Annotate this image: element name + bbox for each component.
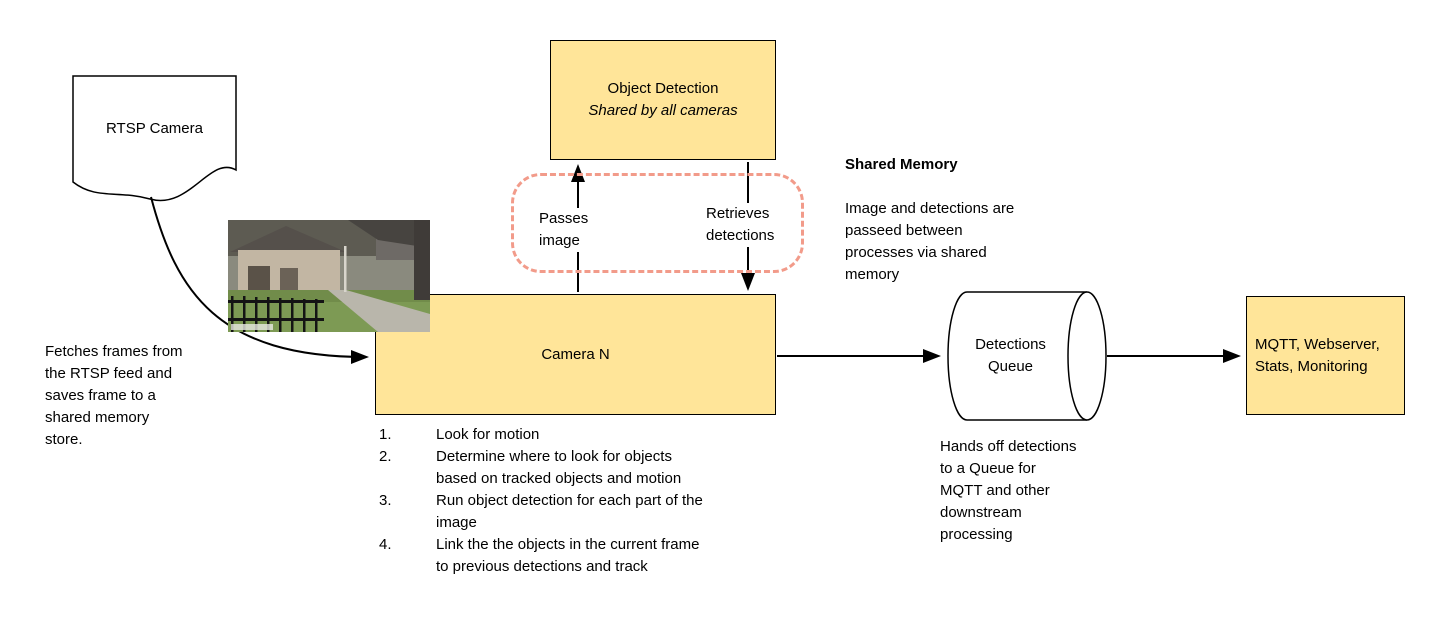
object-detection-subtitle: Shared by all cameras — [588, 102, 738, 119]
camera-steps-list: 1. Look for motion 2. Determine where to… — [379, 424, 736, 578]
camera-snapshot-image — [228, 220, 430, 332]
arrow-rtsp-to-camera — [150, 196, 369, 364]
list-item: 2. Determine where to look for objects b… — [379, 446, 736, 490]
detections-queue-shape — [947, 291, 1107, 421]
node-object-detection: Object Detection Shared by all cameras — [550, 40, 776, 160]
step-number: 1. — [379, 426, 392, 443]
rtsp-camera-shape — [72, 75, 237, 202]
list-item: 4. Link the the objects in the current f… — [379, 534, 736, 578]
object-detection-title: Object Detection — [607, 80, 719, 97]
retrieves-detections-label: Retrieves detections — [703, 203, 778, 247]
node-camera-n: Camera N — [375, 294, 776, 415]
step-text: Determine where to look for objects base… — [436, 448, 682, 487]
step-number: 4. — [379, 536, 392, 553]
step-text: Look for motion — [436, 426, 540, 443]
fetch-note: Fetches frames from the RTSP feed and sa… — [45, 343, 183, 448]
shared-memory-body: Image and detections are passeed between… — [845, 200, 1015, 283]
step-number: 2. — [379, 448, 392, 465]
list-item: 3. Run object detection for each part of… — [379, 490, 736, 534]
node-outputs: MQTT, Webserver, Stats, Monitoring — [1246, 296, 1405, 415]
shared-memory-title: Shared Memory — [845, 156, 958, 173]
passes-image-label: Passes image — [536, 208, 592, 252]
shared-memory-note: Shared Memory Image and detections are p… — [845, 132, 1060, 308]
step-number: 3. — [379, 492, 392, 509]
outputs-label: MQTT, Webserver, Stats, Monitoring — [1255, 335, 1380, 375]
list-item: 1. Look for motion — [379, 424, 736, 446]
step-text: Run object detection for each part of th… — [436, 492, 703, 531]
camera-n-label: Camera N — [541, 345, 610, 363]
step-text: Link the the objects in the current fram… — [436, 536, 700, 575]
camera-snapshot-scene — [228, 220, 430, 332]
detections-queue-label: Detections Queue — [975, 336, 1046, 375]
shared-memory-region — [511, 173, 804, 273]
queue-note: Hands off detections to a Queue for MQTT… — [940, 438, 1077, 543]
rtsp-camera-label: RTSP Camera — [106, 120, 203, 137]
